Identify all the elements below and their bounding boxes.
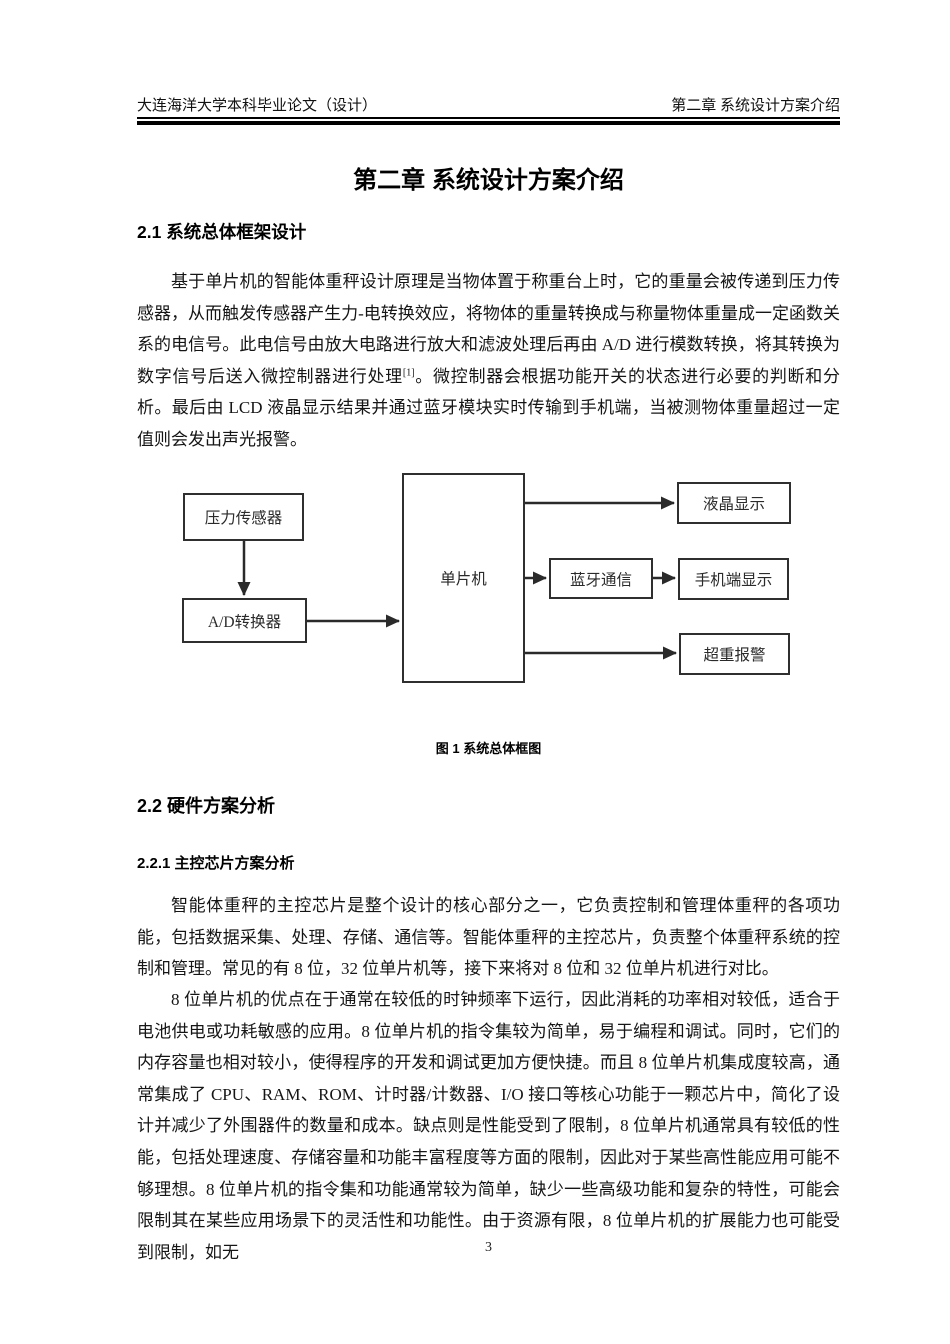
running-header-left: 大连海洋大学本科毕业论文（设计） — [137, 98, 378, 114]
running-header: 大连海洋大学本科毕业论文（设计） 第二章 系统设计方案介绍 — [137, 94, 840, 115]
diagram-node-phone-display: 手机端显示 — [678, 558, 789, 600]
diagram-node-pressure-sensor: 压力传感器 — [183, 493, 304, 541]
figure-block-diagram: 压力传感器 A/D转换器 单片机 液晶显示 蓝牙通信 手机端显示 超重报警 — [137, 460, 840, 722]
header-rule — [137, 117, 840, 125]
diagram-node-overweight-alarm: 超重报警 — [679, 633, 790, 675]
paragraph-3: 8 位单片机的优点在于通常在较低的时钟频率下运行，因此消耗的功率相对较低，适合于… — [137, 990, 840, 1262]
header-rule-thick — [137, 120, 840, 125]
section-heading-2-2: 2.2 硬件方案分析 — [137, 796, 276, 816]
page-number: 3 — [485, 1240, 492, 1255]
figure-caption: 图 1 系统总体框图 — [435, 741, 542, 756]
paragraph-1-text-b: 。微控制器会根据功能开关的状态进行必要的判断和分析。最后由 LCD 液晶显示结果… — [137, 366, 841, 449]
paragraph-2: 智能体重秤的主控芯片是整个设计的核心部分之一，它负责控制和管理体重秤的各项功能，… — [137, 896, 840, 979]
paragraph-1-text-a: 基于单片机的智能体重秤设计原理是当物体置于称重台上时，它的重量会被传递到压力传感… — [137, 272, 840, 386]
running-header-right: 第二章 系统设计方案介绍 — [671, 98, 840, 114]
diagram-node-mcu: 单片机 — [402, 473, 525, 683]
section-heading-2-2-1: 2.2.1 主控芯片方案分析 — [137, 855, 295, 872]
paragraph-1: 基于单片机的智能体重秤设计原理是当物体置于称重台上时，它的重量会被传递到压力传感… — [137, 266, 840, 456]
diagram-node-bluetooth-comm: 蓝牙通信 — [549, 558, 653, 599]
diagram-node-lcd-display: 液晶显示 — [677, 482, 791, 524]
header-rule-thin — [137, 117, 840, 119]
citation-ref-1: [1] — [402, 367, 415, 379]
chapter-title: 第二章 系统设计方案介绍 — [353, 167, 624, 194]
diagram-arrows — [237, 496, 677, 660]
diagram-node-ad-converter: A/D转换器 — [182, 598, 307, 643]
section-heading-2-1: 2.1 系统总体框架设计 — [137, 222, 307, 242]
